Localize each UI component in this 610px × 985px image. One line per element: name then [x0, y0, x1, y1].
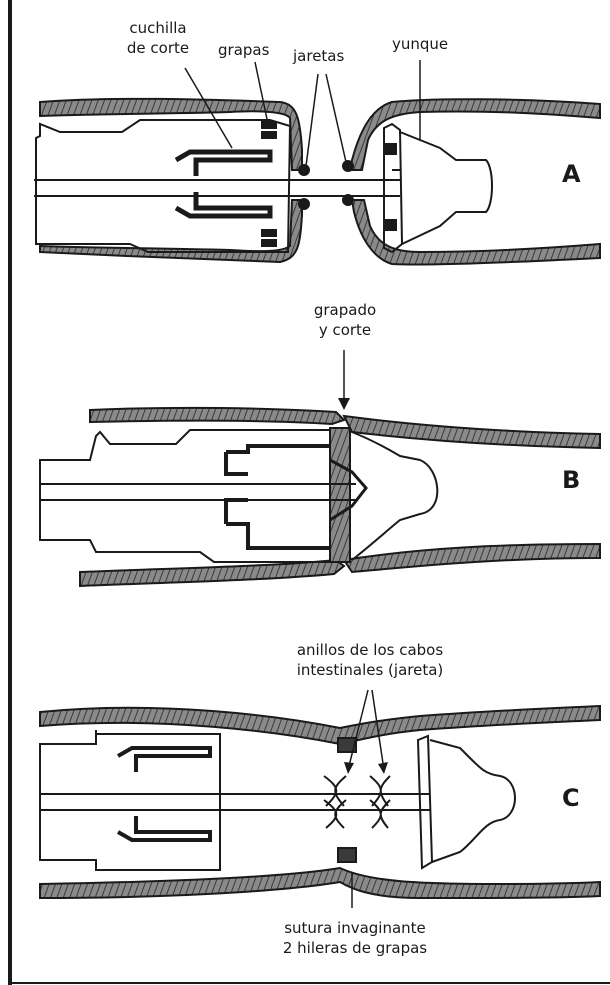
- stapler-housing-a: [36, 120, 290, 252]
- label-anillos-line1: anillos de los cabos: [250, 640, 490, 660]
- label-grapas: grapas: [218, 40, 269, 60]
- anvil-b: [352, 432, 437, 560]
- frame-border: [8, 0, 12, 985]
- label-grapado-line1: grapado: [290, 300, 400, 320]
- panel-a-diagram: [34, 99, 600, 265]
- bowel-wall-b-lower-right: [344, 544, 600, 572]
- label-yunque: yunque: [392, 34, 448, 54]
- bowel-wall-b-upper-left: [90, 408, 344, 424]
- panel-b-diagram: [40, 408, 600, 586]
- label-grapado: grapado y corte: [290, 300, 400, 340]
- knife-a: [176, 152, 270, 176]
- label-sutura-line2: 2 hileras de grapas: [240, 938, 470, 958]
- bowel-wall-b-lower-left: [80, 560, 344, 586]
- anvil-c: [418, 736, 432, 868]
- purse-string-a-right-top: [343, 161, 353, 171]
- knife-b: [226, 446, 330, 548]
- panel-label-a: A: [562, 160, 581, 188]
- staples-c-bottom: [338, 848, 356, 862]
- label-sutura-line1: sutura invaginante: [240, 918, 470, 938]
- label-grapado-line2: y corte: [290, 320, 400, 340]
- label-cuchilla: cuchilla de corte: [110, 18, 206, 58]
- bowel-wall-b-upper-right: [344, 416, 600, 448]
- staples-b: [330, 428, 350, 562]
- label-anillos: anillos de los cabos intestinales (jaret…: [250, 640, 490, 680]
- bowel-wall-c-upper: [40, 706, 600, 744]
- stapler-housing-b: [40, 430, 332, 562]
- purse-string-a-left-top: [299, 165, 309, 175]
- label-sutura: sutura invaginante 2 hileras de grapas: [240, 918, 470, 958]
- panel-label-c: C: [562, 784, 580, 812]
- bowel-wall-c-lower: [40, 868, 600, 898]
- panel-c-diagram: [40, 706, 600, 898]
- label-cuchilla-line1: cuchilla: [110, 18, 206, 38]
- panel-label-b: B: [562, 466, 580, 494]
- bowel-wall-a-lower-right: [352, 200, 600, 265]
- purse-string-c-right: [370, 776, 390, 828]
- label-jaretas: jaretas: [293, 46, 344, 66]
- staples-a: [262, 122, 276, 128]
- purse-string-c-left: [324, 776, 346, 828]
- label-cuchilla-line2: de corte: [110, 38, 206, 58]
- label-anillos-line2: intestinales (jareta): [250, 660, 490, 680]
